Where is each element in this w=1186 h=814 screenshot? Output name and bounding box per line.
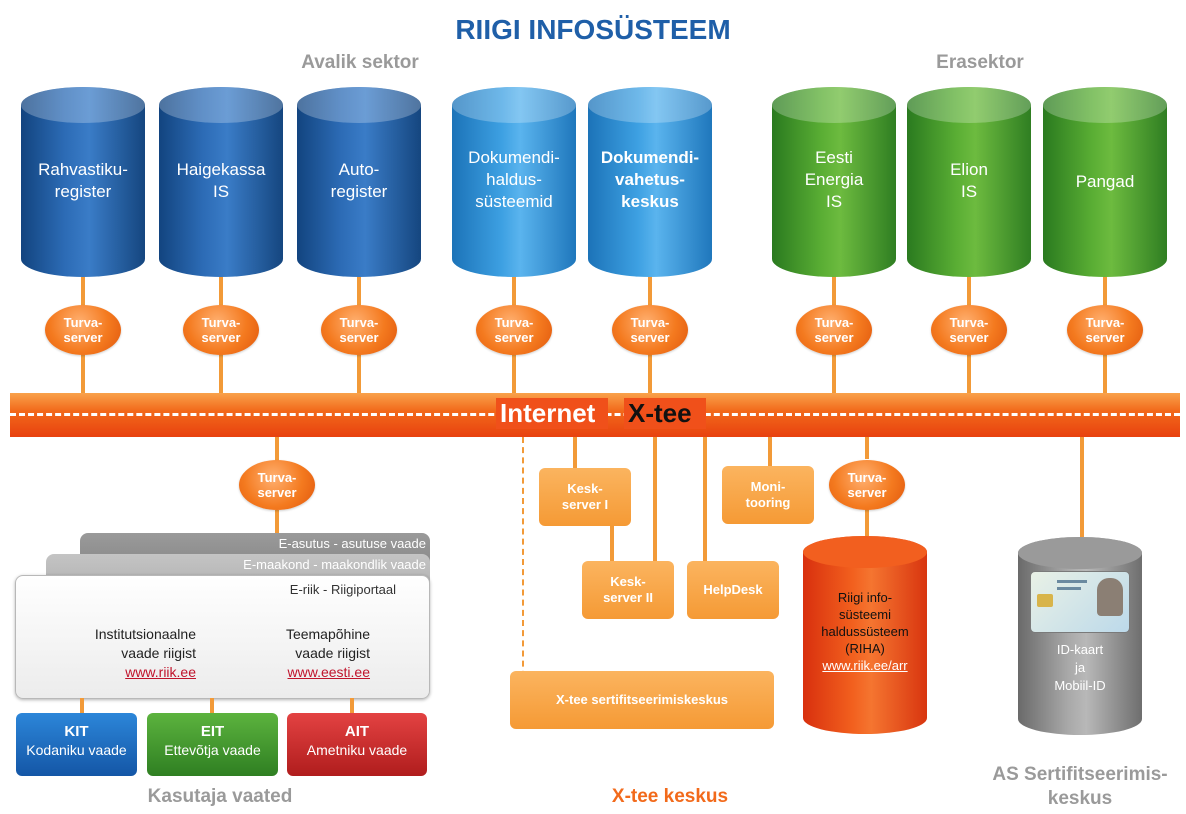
riik-ee-link[interactable]: www.riik.ee: [125, 664, 196, 680]
security-server-portal: Turva-server: [239, 460, 315, 510]
eesti-ee-link[interactable]: www.eesti.ee: [287, 664, 370, 680]
db-label-2: register: [54, 182, 112, 201]
idcard-line-1: ID-kaart: [1056, 642, 1104, 657]
security-server: Turva-server: [612, 305, 688, 355]
db-label-2: IS: [212, 182, 230, 201]
security-server: Turva-server: [796, 305, 872, 355]
security-server: Turva-server: [1067, 305, 1143, 355]
xtee-center-label: X-tee keskus: [611, 786, 729, 807]
db-label-1: Dokumendi-: [468, 148, 560, 167]
db-label-1: Dokumendi-: [600, 148, 700, 167]
database-dokumendivahetus: Dokumendi- vahetus- keskus: [588, 87, 712, 277]
central-server-1: Kesk-server I: [539, 468, 631, 526]
security-server: Turva-server: [321, 305, 397, 355]
idcard-line-3: Mobiil-ID: [1054, 678, 1106, 693]
database-eesti-energia: Eesti Energia IS: [772, 87, 896, 277]
diagram-title: RIIGI INFOSÜSTEEM: [455, 14, 731, 45]
e-maakond-label: E-maakond - maakondlik vaade: [243, 557, 426, 572]
chip-icon: [1037, 594, 1053, 607]
security-server: Turva-server: [476, 305, 552, 355]
db-label-1: Rahvastiku-: [38, 160, 128, 179]
institutional-view: Institutsionaalne vaade riigist www.riik…: [58, 625, 196, 682]
db-label-1: Pangad: [1075, 172, 1135, 191]
xtee-certification-center: X-tee sertifitseerimiskeskus: [510, 671, 774, 729]
riha-link[interactable]: www.riik.ee/arr: [822, 658, 908, 673]
db-label-2: register: [330, 182, 388, 201]
user-views-label: Kasutaja vaated: [147, 786, 293, 807]
id-card-database: ID-kaart ja Mobiil-ID: [1018, 537, 1142, 735]
central-server-2: Kesk-server II: [582, 561, 674, 619]
security-server: Turva-server: [45, 305, 121, 355]
idcard-line-2: ja: [1074, 660, 1086, 675]
cert-dashed-connector: [522, 437, 524, 687]
public-sector-label: Avalik sektor: [301, 52, 419, 73]
e-asutus-label: E-asutus - asutuse vaade: [278, 536, 426, 551]
bus-xtee-label: X-tee: [624, 398, 706, 429]
db-label-1: Haigekassa: [176, 160, 266, 179]
riha-database: Riigi info- süsteemi haldussüsteem (RIHA…: [803, 536, 927, 734]
e-riik-portal: E-riik - Riigiportaal: [15, 575, 430, 699]
riha-line-1: Riigi info-: [837, 590, 893, 605]
db-label-2: vahetus-: [615, 170, 685, 189]
database-rahvastikuregister: Rahvastiku- register: [21, 87, 145, 277]
database-pangad: Pangad: [1043, 87, 1167, 277]
cert-center-label: AS Sertifitseerimis- keskus: [992, 764, 1168, 809]
database-elion: Elion IS: [907, 87, 1031, 277]
db-label-3: keskus: [621, 192, 679, 211]
db-label-2: Energia: [804, 170, 864, 189]
security-server-riha: Turva-server: [829, 460, 905, 510]
db-label-2: IS: [960, 182, 978, 201]
id-card-image: [1030, 571, 1130, 633]
db-label-1: Auto-: [338, 160, 380, 179]
database-dokumendihaldus: Dokumendi- haldus- süsteemid: [452, 87, 576, 277]
bus-internet-label: Internet: [496, 398, 608, 429]
riha-line-2: süsteemi: [838, 607, 892, 622]
security-server: Turva-server: [183, 305, 259, 355]
portrait-icon: [1097, 578, 1123, 616]
riha-line-4: (RIHA): [845, 641, 885, 656]
db-label-1: Eesti: [815, 148, 853, 167]
db-label-2: haldus-: [486, 170, 542, 189]
e-riik-label: E-riik - Riigiportaal: [289, 582, 396, 597]
private-sector-label: Erasektor: [936, 52, 1024, 73]
db-label-1: Elion: [950, 160, 988, 179]
db-label-3: süsteemid: [475, 192, 553, 211]
security-server: Turva-server: [931, 305, 1007, 355]
monitoring-box: Moni-tooring: [722, 466, 814, 524]
database-autoregister: Auto- register: [297, 87, 421, 277]
helpdesk-box: HelpDesk: [687, 561, 779, 619]
riha-line-3: haldussüsteem: [821, 624, 909, 639]
thematic-view: Teemapõhine vaade riigist www.eesti.ee: [250, 625, 370, 682]
db-label-3: IS: [825, 192, 843, 211]
database-haigekassa: Haigekassa IS: [159, 87, 283, 277]
